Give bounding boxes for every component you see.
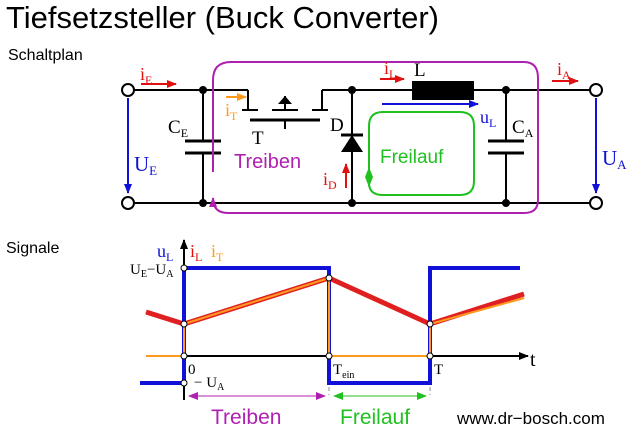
label-drive-loop: Treiben <box>234 151 301 173</box>
page-title: Tiefsetzsteller (Buck Converter) <box>6 0 439 35</box>
schematic-section-label: Schaltplan <box>8 47 83 64</box>
label-diode: D <box>330 115 344 136</box>
output-capacitor <box>488 139 524 155</box>
tick-t-on: Tein <box>333 362 354 381</box>
time-axis-label: t <box>530 349 536 371</box>
legend-i-l: iL <box>190 241 202 264</box>
iT-waveform <box>146 276 525 357</box>
transistor-symbol <box>242 90 328 129</box>
wires <box>134 89 590 204</box>
label-u-l: uL <box>480 107 496 130</box>
phase-drive-label: Treiben <box>211 406 281 426</box>
diode-symbol <box>341 133 363 152</box>
label-i-e: iE <box>140 64 152 87</box>
label-i-d: iD <box>323 169 337 192</box>
input-terminal-top <box>121 83 135 97</box>
drive-loop <box>209 61 539 214</box>
label-i-l: iL <box>384 58 396 81</box>
signals-plot: uL iL iT UE−UA − UA 0 Tein T t Treiben F… <box>130 239 536 426</box>
transistor-arrow <box>278 96 292 104</box>
input-terminal-bottom <box>121 196 135 210</box>
footer-url: www.dr−bosch.com <box>456 409 605 426</box>
schematic: iE iT iL iA iD uL UE UA CE CA L T D Trei… <box>121 58 627 214</box>
iT-overlay-2 <box>429 297 525 325</box>
tick-zero: 0 <box>188 362 196 378</box>
label-u-e: UE <box>134 152 157 178</box>
label-c-a: CA <box>512 117 534 140</box>
signals-section-label: Signale <box>6 240 60 257</box>
level-low-label: − UA <box>194 375 225 393</box>
label-u-a: UA <box>602 146 627 172</box>
legend-u-l: uL <box>157 241 173 264</box>
label-i-t: iT <box>225 100 238 123</box>
level-high-label: UE−UA <box>130 262 174 280</box>
label-transistor: T <box>252 128 264 149</box>
output-terminal-top <box>589 83 603 97</box>
label-freewheel-loop: Freilauf <box>380 147 444 168</box>
junction-dots <box>199 86 510 207</box>
tick-period: T <box>434 362 443 378</box>
label-c-e: CE <box>168 117 188 140</box>
output-terminal-bottom <box>589 196 603 210</box>
freewheel-loop <box>365 111 475 196</box>
legend-i-t: iT <box>211 241 224 264</box>
iT-overlay <box>183 277 330 325</box>
inductor-symbol <box>412 81 474 100</box>
phase-freewheel-label: Freilauf <box>340 406 410 426</box>
input-capacitor <box>185 139 221 155</box>
label-inductor: L <box>414 60 426 81</box>
sample-points <box>180 264 434 387</box>
label-i-a: iA <box>557 59 571 82</box>
